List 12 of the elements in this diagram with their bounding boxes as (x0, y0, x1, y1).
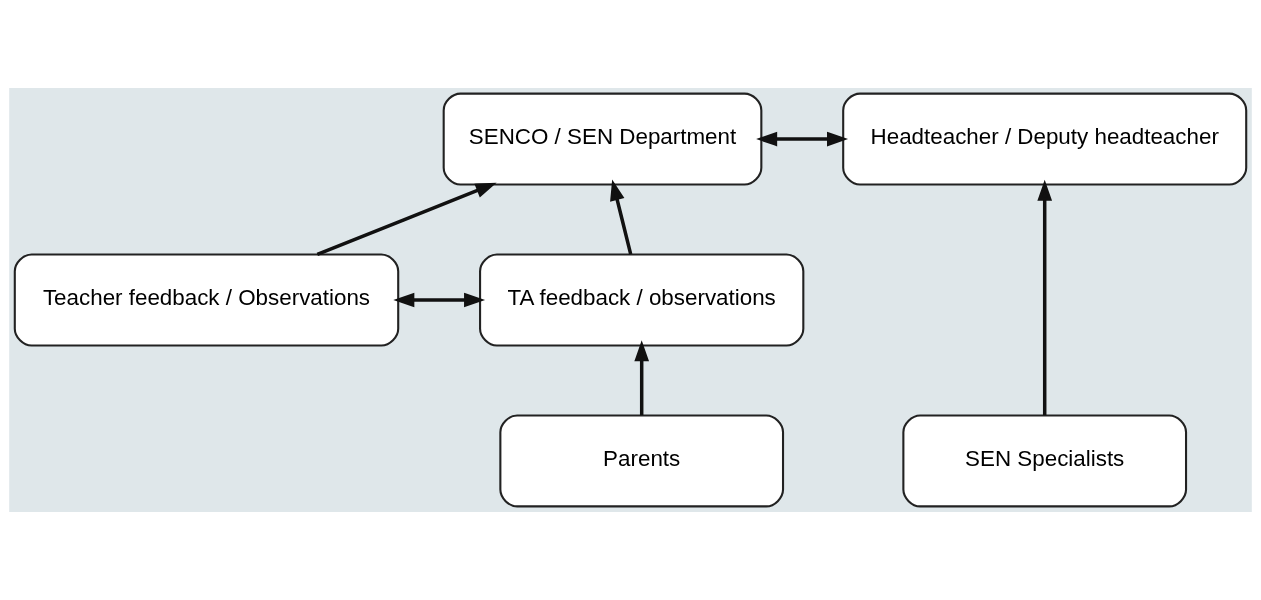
node-box: SENCO / SEN Department (442, 92, 763, 186)
arrow (610, 179, 633, 255)
node-box: Teacher feedback / Observations (13, 253, 400, 347)
arrow (1037, 179, 1053, 416)
node-box: Parents (499, 414, 785, 508)
arrow (634, 340, 650, 416)
node-box: TA feedback / observations (479, 253, 805, 347)
node-box: SEN Specialists (902, 414, 1188, 508)
arrow (756, 131, 849, 147)
node-box: Headteacher / Deputy headteacher (842, 92, 1248, 186)
arrow (393, 292, 486, 308)
arrow (316, 182, 497, 256)
